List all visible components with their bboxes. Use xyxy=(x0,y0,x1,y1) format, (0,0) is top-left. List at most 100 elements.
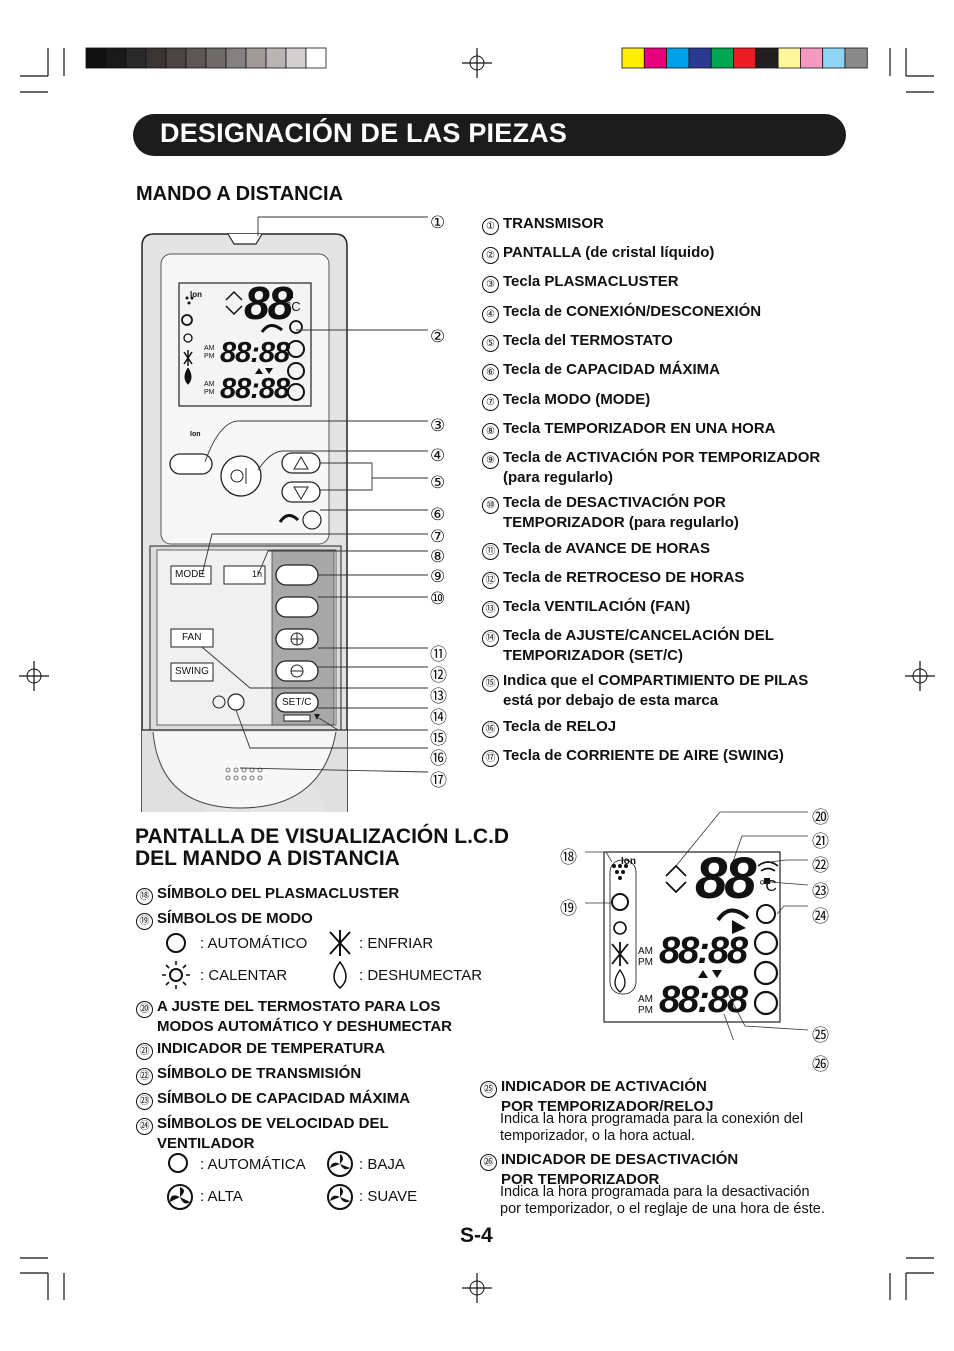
mode-heat-label: : CALENTAR xyxy=(200,967,288,984)
remote-lcd-deg: °C xyxy=(286,299,301,314)
lcd-callout-number: ㉖ xyxy=(812,1055,829,1074)
lcd-temperature: 88 xyxy=(695,846,756,911)
gray-swatch xyxy=(145,47,167,69)
lcd-deg: °C xyxy=(759,878,777,895)
fan-high-label: : ALTA xyxy=(200,1188,243,1205)
lcd-item-26-desc: Indica la hora programada para la desact… xyxy=(500,1184,825,1217)
color-swatch xyxy=(688,47,712,69)
callout-number: ② xyxy=(430,327,446,346)
lcd-am2: AM xyxy=(638,994,653,1005)
lcd-heading-line1: PANTALLA DE VISUALIZACIÓN L.C.D xyxy=(135,825,510,848)
remote-lcd-am2: AM xyxy=(204,381,215,388)
remote-control-illustration xyxy=(141,216,429,812)
lcd-am: AM xyxy=(638,946,653,957)
callout-number: ⑦ xyxy=(430,527,446,546)
fan-soft-icon xyxy=(327,1184,353,1210)
color-swatch xyxy=(777,47,801,69)
lcd-pm2: PM xyxy=(638,1005,653,1016)
remote-lcd-time-off: 88:88 xyxy=(220,373,290,405)
callout-number: ⑫ xyxy=(430,666,447,685)
fan-low-icon xyxy=(327,1151,353,1177)
gray-swatch xyxy=(165,47,187,69)
remote-lcd-temperature: 88 xyxy=(244,277,293,329)
color-swatch xyxy=(844,47,868,69)
gray-swatch xyxy=(305,47,327,69)
lcd-callout-number: ⑲ xyxy=(560,899,577,918)
mode-auto-label: : AUTOMÁTICO xyxy=(200,935,308,952)
page-number: S-4 xyxy=(460,1224,493,1247)
color-swatch xyxy=(710,47,734,69)
lcd-callout-number: ㉕ xyxy=(812,1026,829,1045)
lcd-time-off: 88:88 xyxy=(659,979,748,1021)
swing-button[interactable]: SWING xyxy=(175,666,209,677)
color-swatch xyxy=(822,47,846,69)
fan-high-icon xyxy=(167,1184,193,1210)
callout-number: ⑥ xyxy=(430,505,446,524)
lcd-ion: Ion xyxy=(621,856,636,867)
gray-swatch xyxy=(105,47,127,69)
fan-button[interactable]: FAN xyxy=(182,632,202,643)
gray-swatch xyxy=(125,47,147,69)
callout-number: ④ xyxy=(430,446,446,465)
set-cancel-button[interactable]: SET/C xyxy=(282,697,312,708)
lcd-pm: PM xyxy=(638,957,653,968)
callout-number: ⑰ xyxy=(430,771,447,790)
remote-lcd-time-on: 88:88 xyxy=(220,337,290,369)
title-bar xyxy=(133,114,846,156)
callout-number: ⑪ xyxy=(430,645,447,664)
callout-number: ① xyxy=(430,213,446,232)
one-hour-timer-button[interactable]: 1h xyxy=(252,569,263,579)
color-swatch xyxy=(755,47,779,69)
remote-lcd-pm2: PM xyxy=(204,389,215,396)
remote-heading: MANDO A DISTANCIA xyxy=(136,183,344,205)
callout-number: ⑯ xyxy=(430,749,447,768)
gray-swatch xyxy=(285,47,307,69)
lcd-item-25-desc: Indica la hora programada para la conexi… xyxy=(500,1111,804,1144)
gray-swatch xyxy=(265,47,287,69)
mode-symbols xyxy=(162,930,351,989)
gray-swatch xyxy=(85,47,107,69)
lcd-callout-number: ㉒ xyxy=(812,856,829,875)
color-swatch xyxy=(621,47,645,69)
color-swatch xyxy=(666,47,690,69)
remote-lcd-pm: PM xyxy=(204,353,215,360)
auto-mode-icon xyxy=(166,933,186,953)
mode-button[interactable]: MODE xyxy=(175,569,205,580)
lcd-callout-number: ⑳ xyxy=(812,808,829,827)
color-swatch xyxy=(800,47,824,69)
lcd-callout-number: ⑱ xyxy=(560,848,577,867)
remote-ion-label: Ion xyxy=(190,431,201,438)
lcd-time-on: 88:88 xyxy=(659,930,748,972)
fan-auto-label: : AUTOMÁTICA xyxy=(200,1156,306,1173)
gray-swatch xyxy=(225,47,247,69)
page-title: DESIGNACIÓN DE LAS PIEZAS xyxy=(160,118,568,148)
mode-dry-label: : DESHUMECTAR xyxy=(359,967,483,984)
gray-swatch xyxy=(245,47,267,69)
mode-cool-label: : ENFRIAR xyxy=(359,935,434,952)
dry-mode-icon xyxy=(333,960,347,989)
color-swatch xyxy=(733,47,757,69)
callout-number: ⑨ xyxy=(430,567,446,586)
callout-number: ⑧ xyxy=(430,547,446,566)
lcd-heading: PANTALLA DE VISUALIZACIÓN L.C.D DEL MAND… xyxy=(135,826,509,870)
callout-number: ③ xyxy=(430,416,446,435)
